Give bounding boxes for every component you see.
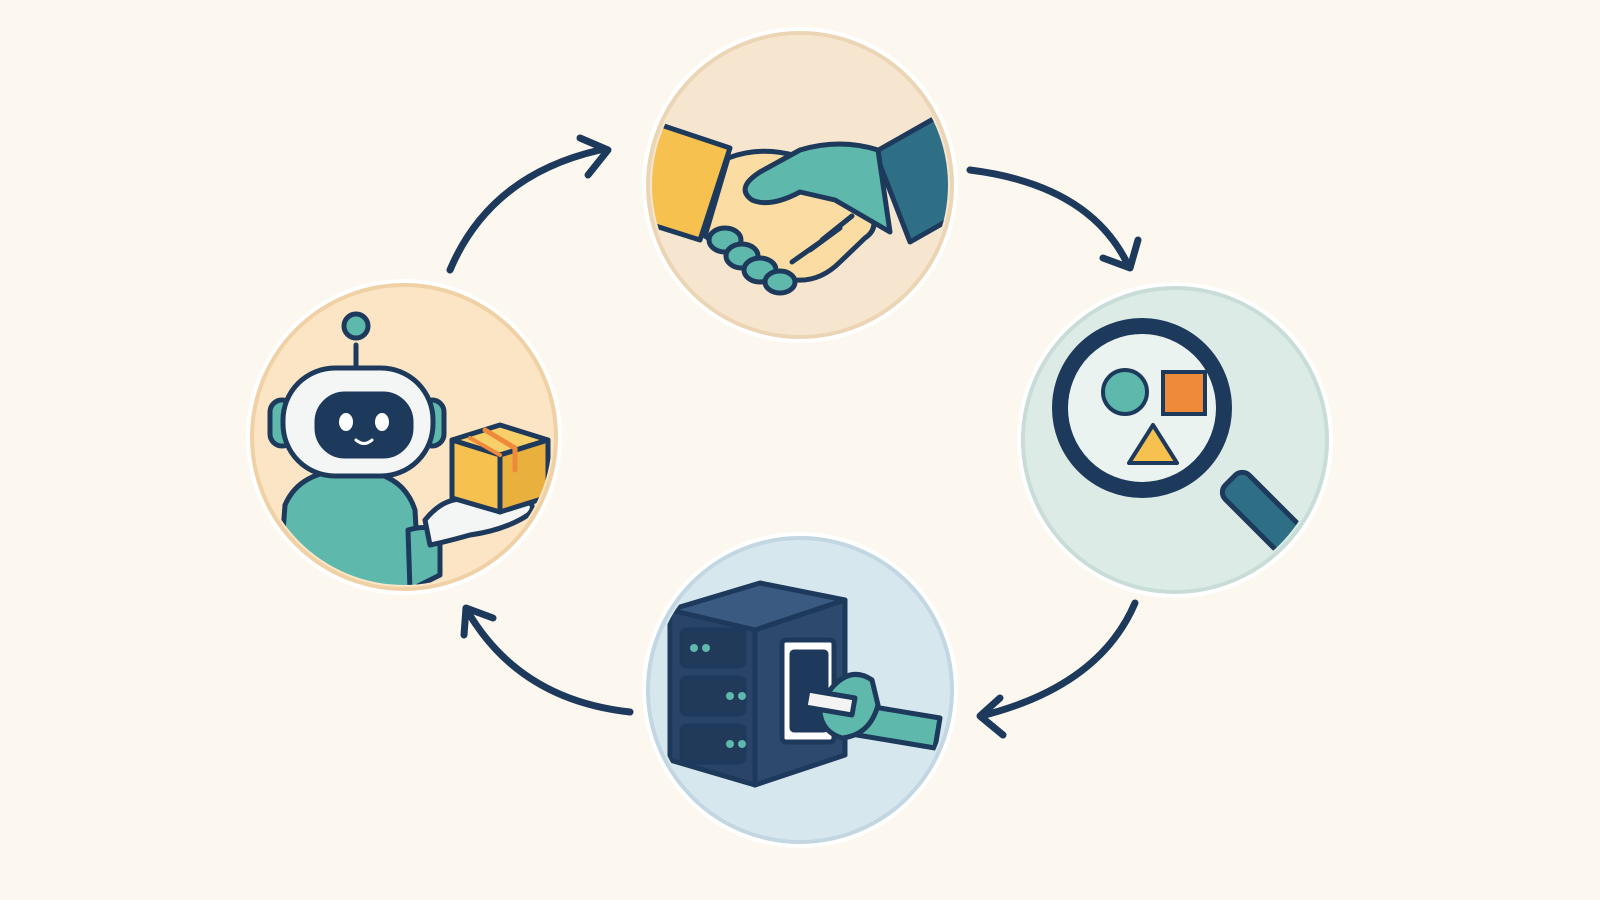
- step-deliver: [246, 279, 562, 595]
- arrow-bottom-to-left: [460, 604, 634, 716]
- arrow-top-to-right: [966, 166, 1142, 272]
- cycle-arrows: [446, 134, 1142, 739]
- arrow-right-to-bottom: [976, 599, 1139, 739]
- robot-face: [314, 391, 414, 459]
- triangle-shape-icon: [1127, 423, 1179, 465]
- server-wrench-icon: [667, 580, 943, 788]
- step-inspect: [1017, 282, 1333, 598]
- circle-shape-icon: [1101, 368, 1149, 416]
- square-shape-icon: [1161, 370, 1207, 416]
- robot-antenna: [341, 311, 371, 341]
- step-maintain: [642, 532, 958, 848]
- step-handshake: [642, 27, 958, 343]
- robot-package-icon: [267, 311, 551, 585]
- arrow-left-to-top: [446, 134, 612, 274]
- package-icon: [449, 422, 551, 515]
